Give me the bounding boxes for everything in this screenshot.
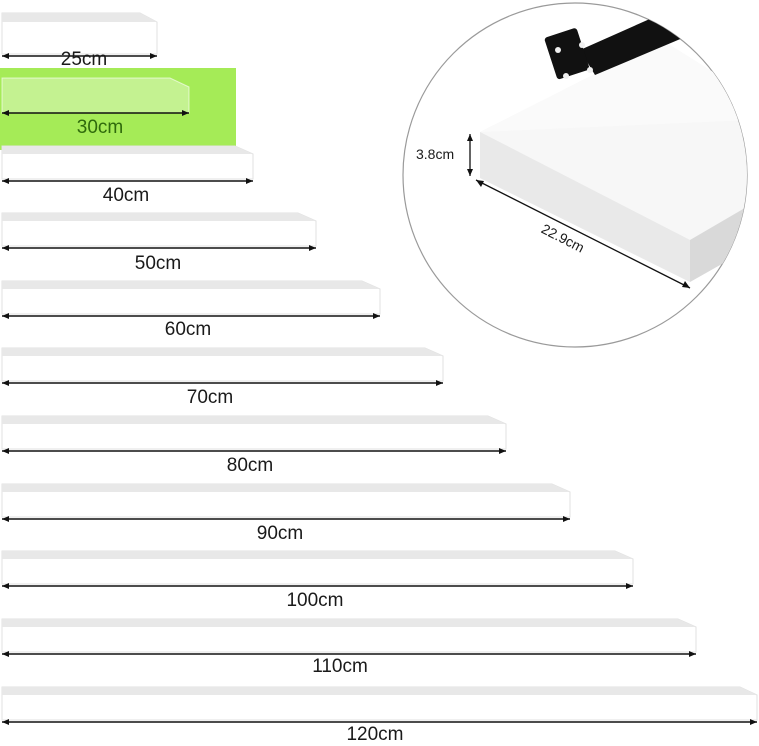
size-label: 120cm <box>346 724 404 745</box>
shelf-illustration <box>1 686 758 725</box>
shelf-illustration <box>1 280 381 319</box>
shelf-illustration <box>1 212 317 251</box>
size-label: 50cm <box>134 253 182 274</box>
size-label: 70cm <box>186 387 234 408</box>
shelf-illustration <box>1 550 634 589</box>
size-label: 40cm <box>102 185 150 206</box>
size-label: 110cm <box>312 656 368 677</box>
shelf-illustration <box>1 483 571 522</box>
shelf-illustration <box>1 347 444 386</box>
size-label: 60cm <box>164 319 212 340</box>
size-label: 25cm <box>60 49 108 70</box>
size-label: 100cm <box>286 590 344 611</box>
size-label: 30cm <box>76 117 124 138</box>
shelf-illustration <box>1 77 190 116</box>
size-label: 80cm <box>226 455 274 476</box>
shelf-detail-illustration <box>402 2 748 348</box>
shelf-detail-view: 3.8cm 22.9cm <box>400 0 750 350</box>
shelf-illustration <box>1 145 254 184</box>
shelf-illustration <box>1 12 158 59</box>
shelf-illustration <box>1 618 697 657</box>
selected-size-highlight <box>0 68 236 150</box>
size-label: 90cm <box>256 523 304 544</box>
shelf-illustration <box>1 415 507 454</box>
height-dimension-label: 3.8cm <box>416 146 455 162</box>
